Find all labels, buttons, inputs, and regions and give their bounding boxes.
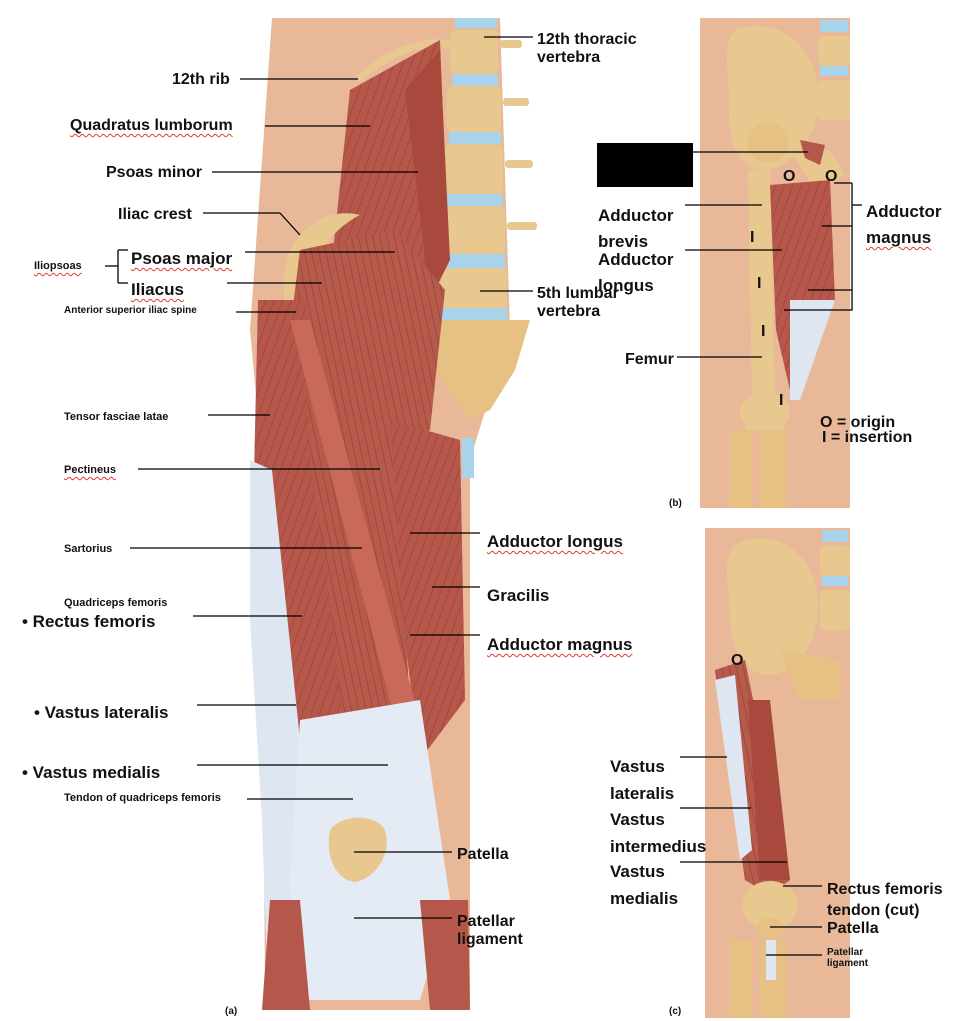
- redacted-label-box: [597, 143, 693, 187]
- label-quadriceps-femoris: Quadriceps femoris: [64, 597, 168, 609]
- label-iliopsoas: Iliopsoas: [34, 260, 82, 272]
- origin-mark: O: [731, 652, 744, 669]
- legend-insertion: I = insertion: [822, 429, 913, 446]
- label-patella-a: Patella: [457, 846, 509, 863]
- label-rectus-femoris-tendon: Rectus femoris tendon (cut): [827, 881, 943, 919]
- label-psoas-minor: Psoas minor: [106, 164, 203, 181]
- label-12th-rib: 12th rib: [172, 71, 230, 88]
- panel-b-figure: [677, 18, 862, 508]
- panel-a-figure: [105, 18, 537, 1010]
- label-vastus-lateralis-a: • Vastus lateralis: [34, 703, 169, 722]
- label-adductor-longus-a: Adductor longus: [487, 532, 623, 551]
- label-vastus-lateralis-c: Vastus lateralis: [610, 757, 675, 803]
- label-12th-thoracic: 12th thoracic vertebra: [537, 31, 637, 66]
- label-tensor-fasciae-latae: Tensor fasciae latae: [64, 411, 169, 423]
- label-sartorius: Sartorius: [64, 543, 113, 555]
- label-patellar-ligament-a: Patellar ligament: [457, 913, 523, 948]
- insertion-mark: I: [779, 392, 784, 409]
- spine: [420, 18, 537, 478]
- label-quadratus-lumborum: Quadratus lumborum: [70, 117, 233, 134]
- panel-c-tag: (c): [669, 1006, 682, 1017]
- label-iliac-crest: Iliac crest: [118, 206, 192, 223]
- origin-mark: O: [783, 168, 796, 185]
- label-gracilis: Gracilis: [487, 586, 550, 605]
- label-asis: Anterior superior iliac spine: [64, 305, 197, 316]
- label-tendon-quadriceps: Tendon of quadriceps femoris: [64, 792, 221, 804]
- label-iliacus: Iliacus: [131, 280, 184, 299]
- label-pectineus: Pectineus: [64, 464, 116, 476]
- label-femur: Femur: [625, 351, 674, 368]
- panel-b-tag: (b): [669, 498, 682, 509]
- insertion-mark: I: [750, 229, 755, 246]
- label-adductor-magnus-a: Adductor magnus: [487, 635, 633, 654]
- label-vastus-intermedius: Vastus intermedius: [610, 810, 707, 856]
- label-vastus-medialis-c: Vastus medialis: [610, 862, 679, 908]
- origin-mark: O: [825, 168, 838, 185]
- panel-a-tag: (a): [225, 1006, 238, 1017]
- label-5th-lumbar: 5th lumbar vertebra: [537, 285, 619, 320]
- label-psoas-major: Psoas major: [131, 249, 233, 268]
- label-adductor-magnus-b: Adductor magnus: [866, 202, 942, 247]
- insertion-mark: I: [761, 323, 766, 340]
- panel-c-figure: [680, 528, 850, 1018]
- insertion-mark: I: [757, 275, 762, 292]
- label-adductor-longus-b: Adductor longus: [598, 250, 674, 295]
- legend-origin: O = origin: [820, 414, 896, 431]
- label-adductor-brevis: Adductor brevis: [598, 206, 674, 251]
- label-rectus-femoris: • Rectus femoris: [22, 612, 156, 631]
- label-vastus-medialis-a: • Vastus medialis: [22, 763, 161, 782]
- label-patellar-ligament-c: Patellar ligament: [827, 947, 869, 970]
- label-patella-c: Patella: [827, 920, 879, 937]
